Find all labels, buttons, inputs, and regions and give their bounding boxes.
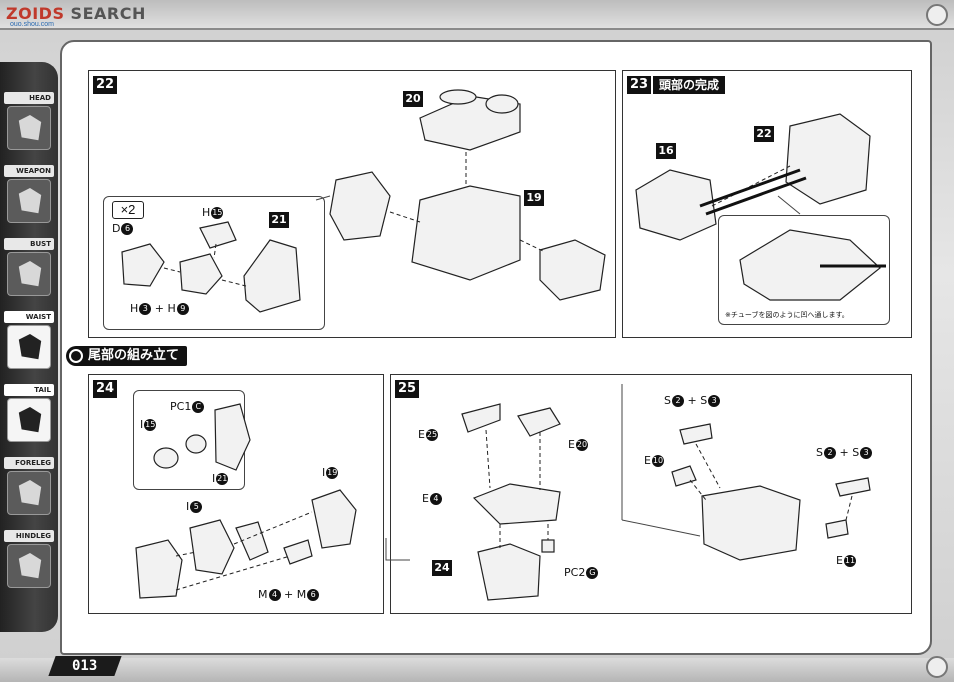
step-number: 24 <box>93 380 118 398</box>
step-number: 22 <box>93 76 118 94</box>
bottom-strip <box>0 658 954 682</box>
sidebar-item-hindleg[interactable]: HINDLEG <box>4 530 54 594</box>
tube-routing-inset: ※チューブを図のように凹へ通します。 <box>718 215 890 325</box>
page-number: 013 <box>48 656 122 676</box>
gear-icon <box>69 349 83 363</box>
sidebar-item-head[interactable]: HEAD <box>4 92 54 156</box>
foreleg-thumbnail-icon <box>7 471 51 515</box>
section-title-tail-assembly: 尾部の組み立て <box>66 346 188 366</box>
sidebar-item-tail[interactable]: TAIL <box>4 384 54 448</box>
sidebar-item-label: HEAD <box>4 92 54 104</box>
step-number: 25 <box>395 380 420 398</box>
watermark-brand: ZOIDS <box>6 4 65 23</box>
weapon-thumbnail-icon <box>7 179 51 223</box>
x2-subassembly-box: ×2 <box>103 196 325 330</box>
sidebar-item-label: WAIST <box>4 311 54 323</box>
bust-thumbnail-icon <box>7 252 51 296</box>
sidebar-item-label: FORELEG <box>4 457 54 469</box>
quantity-tag: ×2 <box>112 201 144 219</box>
part-badge-24: 24 <box>432 560 452 576</box>
part-badge-19: 19 <box>524 190 544 206</box>
corner-ornament-icon <box>926 656 948 678</box>
watermark-url: ouo.shou.com <box>10 21 54 28</box>
step-number: 23 <box>627 76 652 94</box>
head-thumbnail-icon <box>7 106 51 150</box>
sidebar-item-label: HINDLEG <box>4 530 54 542</box>
sidebar-item-label: WEAPON <box>4 165 54 177</box>
tail-thumbnail-icon <box>7 398 51 442</box>
hindleg-thumbnail-icon <box>7 544 51 588</box>
top-strip <box>0 0 954 30</box>
sidebar-item-label: BUST <box>4 238 54 250</box>
sidebar-item-label: TAIL <box>4 384 54 396</box>
watermark-logo: ZOIDS SEARCH <box>6 4 146 23</box>
part-badge-22: 22 <box>754 126 774 142</box>
part-sidebar: HEAD WEAPON BUST WAIST TAIL FORELEG HIND… <box>0 62 58 632</box>
step-25-box: 25 <box>390 374 912 614</box>
tube-routing-note: ※チューブを図のように凹へ通します。 <box>725 311 849 319</box>
step-title: 頭部の完成 <box>653 76 726 94</box>
sidebar-item-foreleg[interactable]: FORELEG <box>4 457 54 521</box>
waist-thumbnail-icon <box>7 325 51 369</box>
part-badge-16: 16 <box>656 143 676 159</box>
sidebar-item-weapon[interactable]: WEAPON <box>4 165 54 229</box>
part-badge-21: 21 <box>269 212 289 228</box>
corner-ornament-icon <box>926 4 948 26</box>
watermark-search: SEARCH <box>70 4 146 23</box>
sidebar-item-bust[interactable]: BUST <box>4 238 54 302</box>
part-badge-20: 20 <box>403 91 423 107</box>
section-title-text: 尾部の組み立て <box>88 348 180 363</box>
sidebar-item-waist[interactable]: WAIST <box>4 311 54 375</box>
